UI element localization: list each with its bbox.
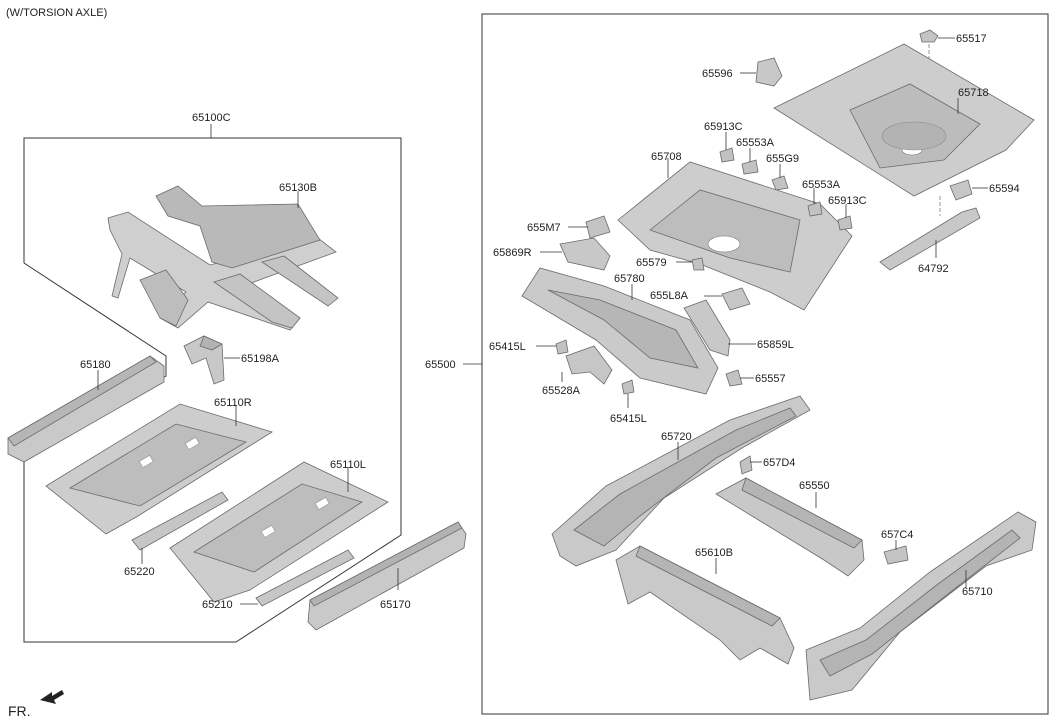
label-657C4: 657C4 <box>881 529 913 541</box>
part-65198a-bracket <box>183 335 225 385</box>
front-marker-label: FR. <box>8 703 31 719</box>
part-65415l-clip-b <box>621 379 635 395</box>
part-655l8a-bracket <box>721 287 751 311</box>
front-floor-assembly-label: 65100C <box>192 112 231 124</box>
label-65110L: 65110L <box>330 459 366 471</box>
label-655G9: 655G9 <box>766 153 799 165</box>
part-657c4-bracket <box>883 545 909 565</box>
part-65720-side-member <box>551 395 811 567</box>
part-65553a-clip-b <box>807 201 823 217</box>
part-65553a-clip-a <box>741 159 759 175</box>
part-65415l-clip-a <box>555 339 569 355</box>
label-65528A: 65528A <box>542 385 581 397</box>
label-65913C-b: 65913C <box>828 195 867 207</box>
label-65718: 65718 <box>958 87 989 99</box>
label-655M7: 655M7 <box>527 222 561 234</box>
part-65859l-member <box>683 299 731 357</box>
label-65415L-b: 65415L <box>610 413 647 425</box>
part-65710-side-member <box>805 511 1037 701</box>
part-65517-bracket <box>919 29 939 43</box>
label-65579: 64792 <box>918 263 949 275</box>
part-65610b-member <box>615 545 795 665</box>
label-65780: 65780 <box>614 273 645 285</box>
part-655g9-clip <box>771 175 789 191</box>
label-65553A-b: 65553A <box>802 179 841 191</box>
part-64792-clip <box>691 257 705 271</box>
part-65110r-floor-panel <box>45 403 273 535</box>
part-65170-sill-member <box>307 521 467 631</box>
label-655L8A: 655L8A <box>650 290 689 302</box>
label-65517: 65517 <box>956 33 987 45</box>
label-65859L: 65859L <box>757 339 794 351</box>
label-65415L-a: 65415L <box>489 341 526 353</box>
part-65594-bracket <box>949 179 973 201</box>
front-floor-outline <box>23 137 402 643</box>
part-65718-rear-floor-pan <box>773 43 1035 197</box>
label-64792: 65579 <box>636 257 667 269</box>
label-65220: 65220 <box>124 566 155 578</box>
label-65553A-a: 65553A <box>736 137 775 149</box>
part-65550-crossmember <box>715 477 865 577</box>
part-655m7-bracket <box>585 215 611 239</box>
label-65708: 65708 <box>651 151 682 163</box>
label-657D4: 657D4 <box>763 457 795 469</box>
label-65110R: 65110R <box>214 397 252 409</box>
label-65710: 65710 <box>962 586 993 598</box>
part-65557-clip <box>725 369 743 387</box>
part-65210-rail <box>255 549 355 607</box>
part-65130b-crossmember <box>107 185 339 331</box>
label-65130B: 65130B <box>279 182 317 194</box>
part-657d4-clip <box>739 455 753 475</box>
rear-floor-assembly-label: 65500 <box>425 359 456 371</box>
part-65579-member <box>879 207 981 271</box>
label-65550: 65550 <box>799 480 830 492</box>
part-65913c-clip-a <box>719 147 735 163</box>
header-note: (W/TORSION AXLE) <box>6 7 107 19</box>
part-65528a-bracket <box>565 345 613 385</box>
label-65594: 65594 <box>989 183 1020 195</box>
part-65220-rail <box>131 491 229 551</box>
label-65869R: 65869R <box>493 247 532 259</box>
part-65110l-floor-panel <box>169 461 389 603</box>
part-65869r-bracket <box>559 237 611 271</box>
part-65708-rear-floor <box>617 161 853 311</box>
label-65913C-a: 65913C <box>704 121 743 133</box>
label-65720: 65720 <box>661 431 692 443</box>
part-65913c-clip-b <box>837 215 853 231</box>
label-65198A: 65198A <box>241 353 280 365</box>
label-65610B: 65610B <box>695 547 733 559</box>
label-65557: 65557 <box>755 373 786 385</box>
label-65170: 65170 <box>380 599 411 611</box>
part-65780-member <box>521 267 719 395</box>
part-65180-side-member <box>7 355 165 463</box>
label-65596: 65596 <box>702 68 733 80</box>
label-65180: 65180 <box>80 359 111 371</box>
label-65210: 65210 <box>202 599 233 611</box>
part-65596-bracket <box>755 57 783 87</box>
front-arrow-icon <box>40 690 64 704</box>
